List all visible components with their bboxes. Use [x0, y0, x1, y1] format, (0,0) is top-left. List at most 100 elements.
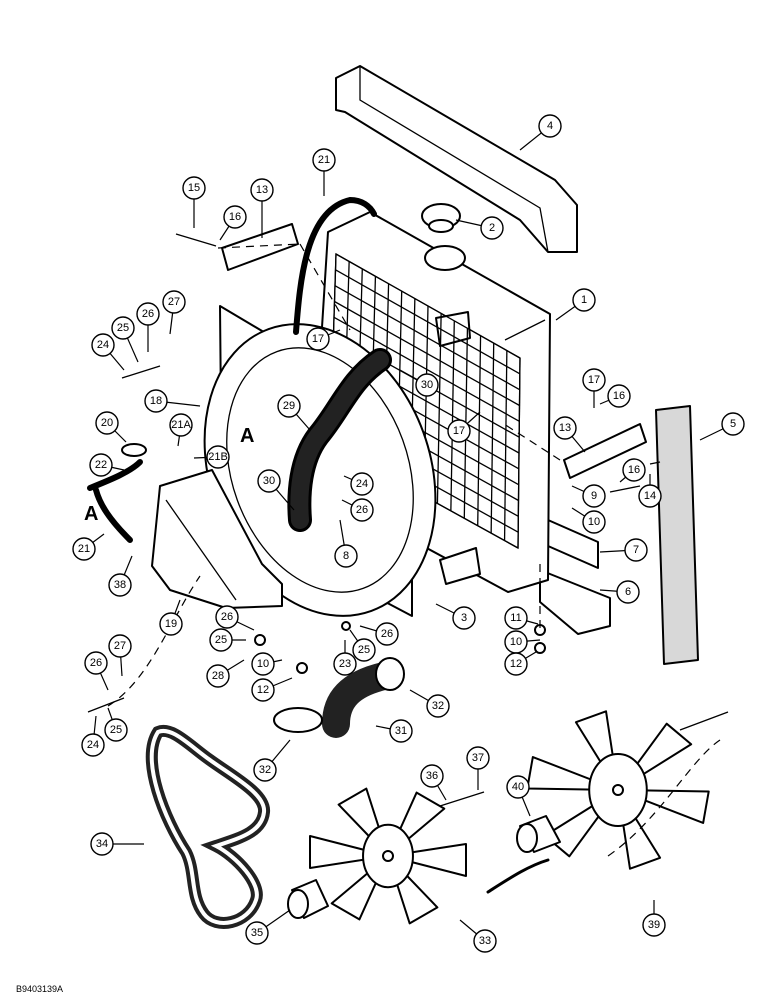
part-number-label: 17 — [312, 333, 324, 345]
part-number-label: 24 — [87, 739, 99, 751]
part-callout-1: 1 — [572, 288, 596, 312]
part-number-label: 38 — [114, 579, 126, 591]
part-number-label: 40 — [512, 781, 524, 793]
part-number-label: 39 — [648, 919, 660, 931]
part-callout-17: 17 — [582, 368, 606, 392]
part-callout-26: 26 — [350, 498, 374, 522]
part-callout-4: 4 — [538, 114, 562, 138]
part-callout-24: 24 — [81, 733, 105, 757]
part-number-label: 25 — [358, 644, 370, 656]
part-number-label: 30 — [421, 379, 433, 391]
part-number-label: 30 — [263, 475, 275, 487]
part-number-label: 22 — [95, 459, 107, 471]
part-number-label: 2 — [489, 222, 495, 234]
part-number-label: 13 — [559, 422, 571, 434]
part-number-label: 10 — [588, 516, 600, 528]
part-number-label: 34 — [96, 838, 108, 850]
part-number-label: 24 — [356, 478, 368, 490]
part-callout-5: 5 — [721, 412, 745, 436]
part-number-label: 28 — [212, 670, 224, 682]
hardware-bolts — [87, 233, 729, 807]
top-baffle — [335, 65, 578, 253]
part-callout-3: 3 — [452, 606, 476, 630]
part-callout-31: 31 — [389, 719, 413, 743]
part-callout-25: 25 — [111, 316, 135, 340]
part-number-label: 27 — [168, 296, 180, 308]
part-callout-17: 17 — [306, 327, 330, 351]
part-callout-6: 6 — [616, 580, 640, 604]
part-number-label: 37 — [472, 752, 484, 764]
part-number-label: 10 — [257, 658, 269, 670]
part-callout-38: 38 — [108, 573, 132, 597]
part-callout-2: 2 — [480, 216, 504, 240]
part-callout-23: 23 — [333, 652, 357, 676]
part-number-label: 23 — [339, 658, 351, 670]
part-callout-25: 25 — [352, 638, 376, 662]
drive-belt — [145, 724, 270, 929]
part-number-label: 21 — [318, 154, 330, 166]
part-number-label: 21 — [78, 543, 90, 555]
part-number-label: 26 — [90, 657, 102, 669]
drawing-code: B9403139A — [16, 984, 63, 994]
part-callout-16: 16 — [607, 384, 631, 408]
part-number-label: 26 — [381, 628, 393, 640]
part-number-label: 32 — [259, 764, 271, 776]
part-callout-19: 19 — [159, 612, 183, 636]
part-callout-16: 16 — [223, 205, 247, 229]
part-callout-21a: 21A — [169, 413, 193, 437]
part-callout-32: 32 — [253, 758, 277, 782]
part-callout-21: 21 — [72, 537, 96, 561]
part-number-label: 25 — [215, 634, 227, 646]
part-callout-18: 18 — [144, 389, 168, 413]
part-callout-21b: 21B — [206, 445, 230, 469]
part-number-label: 18 — [150, 395, 162, 407]
part-callout-7: 7 — [624, 538, 648, 562]
part-number-label: 11 — [510, 612, 521, 624]
part-callout-30: 30 — [257, 469, 281, 493]
part-number-label: 5 — [730, 418, 736, 430]
part-number-label: 16 — [613, 390, 625, 402]
part-callout-13: 13 — [553, 416, 577, 440]
part-number-label: 16 — [628, 464, 640, 476]
part-callout-37: 37 — [466, 746, 490, 770]
lower-seals — [539, 519, 611, 635]
part-callout-32: 32 — [426, 694, 450, 718]
part-number-label: 32 — [432, 700, 444, 712]
part-callout-40: 40 — [506, 775, 530, 799]
view-marker-a: A — [84, 503, 98, 525]
part-number-label: 27 — [114, 640, 126, 652]
part-callout-14: 14 — [638, 484, 662, 508]
cooling-fan-39 — [526, 710, 710, 870]
part-callout-26: 26 — [84, 651, 108, 675]
part-callout-39: 39 — [642, 913, 666, 937]
upper-radiator-hose — [287, 348, 392, 532]
coolant-reservoir — [121, 443, 283, 609]
part-callout-25: 25 — [104, 718, 128, 742]
part-callout-27: 27 — [162, 290, 186, 314]
part-number-label: 13 — [256, 184, 268, 196]
mounting-brackets — [221, 223, 647, 479]
part-callout-20: 20 — [95, 411, 119, 435]
part-callout-27: 27 — [108, 634, 132, 658]
part-number-label: 29 — [283, 400, 295, 412]
part-callout-10: 10 — [504, 630, 528, 654]
part-number-label: 21A — [171, 419, 191, 431]
radiator-cap — [421, 203, 461, 233]
part-number-label: 36 — [426, 770, 438, 782]
part-callout-36: 36 — [420, 764, 444, 788]
part-number-label: 6 — [625, 586, 631, 598]
part-callout-15: 15 — [182, 176, 206, 200]
part-number-label: 20 — [101, 417, 113, 429]
part-callout-35: 35 — [245, 921, 269, 945]
part-number-label: 3 — [461, 612, 467, 624]
part-callouts: 1234567891010101112121313141516161617171… — [72, 114, 745, 953]
fan-spacers — [287, 815, 561, 919]
part-callout-33: 33 — [473, 929, 497, 953]
part-callout-34: 34 — [90, 832, 114, 856]
part-callout-11: 11 — [504, 606, 528, 630]
part-number-label: 17 — [588, 374, 600, 386]
part-number-label: 26 — [142, 308, 154, 320]
part-number-label: 26 — [356, 504, 368, 516]
